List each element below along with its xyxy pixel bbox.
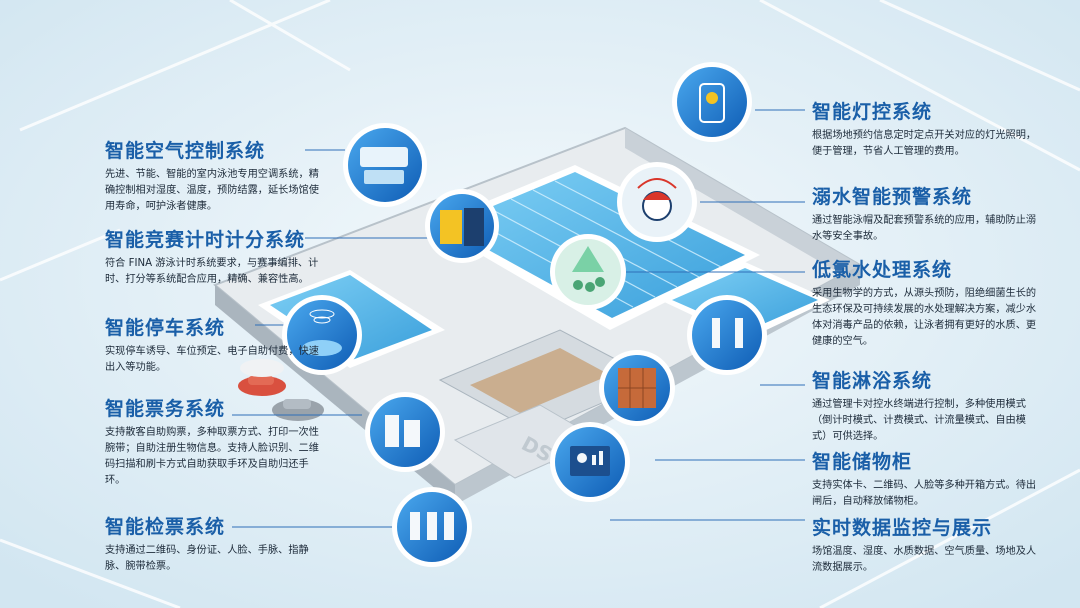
lightbulb-icon [672, 62, 752, 142]
ticketing-desc: 支持散客自助购票，多种取票方式、打印一次性腕带；自助注册生物信息。支持人脸识别、… [105, 427, 319, 486]
shower-system: 智能淋浴系统 通过管理卡对控水终端进行控制，多种使用模式（倒计时模式、计费模式、… [812, 370, 1040, 445]
drowning-alert-title: 溺水智能预警系统 [812, 186, 973, 208]
scoreboard-icon [425, 189, 499, 263]
ticket-kiosk-icon [365, 392, 445, 472]
locker-desc: 支持实体卡、二维码、人脸等多种开箱方式。待出闸后，自动释放储物柜。 [812, 480, 1037, 507]
timing-scoring-title: 智能竞赛计时计分系统 [105, 229, 306, 251]
ticketing-title: 智能票务系统 [105, 398, 226, 420]
timing-scoring-system: 智能竞赛计时计分系统 符合 FINA 游泳计时系统要求，与赛事编排、计时、打分等… [105, 229, 320, 288]
locker-title: 智能储物柜 [812, 451, 913, 473]
data-monitoring-title: 实时数据监控与展示 [812, 517, 993, 539]
water-treatment-title: 低氯水处理系统 [812, 259, 953, 281]
drowning-alert-system: 溺水智能预警系统 通过智能泳帽及配套预警系统的应用，辅助防止溺水等安全事故。 [812, 186, 1040, 245]
drowning-alert-desc: 通过智能泳帽及配套预警系统的应用，辅助防止溺水等安全事故。 [812, 215, 1037, 242]
ticketing-system: 智能票务系统 支持散客自助购票，多种取票方式、打印一次性腕带；自助注册生物信息。… [105, 398, 320, 489]
car-icon [282, 295, 362, 375]
turnstile-icon [392, 487, 472, 567]
check-in-system: 智能检票系统 支持通过二维码、身份证、人脸、手脉、指静脉、腕带检票。 [105, 516, 320, 575]
locker-room-floor [470, 348, 610, 413]
water-treatment-icon [550, 234, 626, 310]
shower-desc: 通过管理卡对控水终端进行控制，多种使用模式（倒计时模式、计费模式、计流量模式、自… [812, 399, 1026, 442]
data-monitoring-desc: 场馆温度、湿度、水质数据、空气质量、场地及人流数据展示。 [812, 546, 1037, 573]
lighting-desc: 根据场地预约信息定时定点开关对应的灯光照明，便于管理，节省人工管理的费用。 [812, 130, 1037, 157]
lighting-system: 智能灯控系统 根据场地预约信息定时定点开关对应的灯光照明，便于管理，节省人工管理… [812, 101, 1040, 160]
dashboard-icon [550, 422, 630, 502]
timing-scoring-desc: 符合 FINA 游泳计时系统要求，与赛事编排、计时、打分等系统配合应用，精确、兼… [105, 258, 319, 285]
water-treatment-system: 低氯水处理系统 采用生物学的方式，从源头预防，阻绝细菌生长的生态环保及可持续发展… [812, 259, 1040, 350]
locker-icon [599, 350, 675, 426]
check-in-desc: 支持通过二维码、身份证、人脸、手脉、指静脉、腕带检票。 [105, 545, 309, 572]
shower-title: 智能淋浴系统 [812, 370, 933, 392]
swim-cap-icon [617, 162, 697, 242]
building-wall-right [625, 128, 860, 285]
locker-system: 智能储物柜 支持实体卡、二维码、人脸等多种开箱方式。待出闸后，自动释放储物柜。 [812, 451, 1040, 510]
connector-lines [232, 109, 805, 528]
air-conditioner-icon [343, 123, 427, 207]
parking-desc: 实现停车诱导、车位预定、电子自助付费，快速出入等功能。 [105, 346, 319, 373]
parking-title: 智能停车系统 [105, 317, 226, 339]
parking-system: 智能停车系统 实现停车诱导、车位预定、电子自助付费，快速出入等功能。 [105, 317, 320, 376]
data-monitoring-system: 实时数据监控与展示 场馆温度、湿度、水质数据、空气质量、场地及人流数据展示。 [812, 517, 1040, 576]
air-control-desc: 先进、节能、智能的室内泳池专用空调系统，精确控制相对湿度、温度，预防结露，延长场… [105, 169, 319, 212]
air-control-title: 智能空气控制系统 [105, 140, 266, 162]
lighting-title: 智能灯控系统 [812, 101, 933, 123]
air-control-system: 智能空气控制系统 先进、节能、智能的室内泳池专用空调系统，精确控制相对湿度、温度… [105, 140, 320, 215]
shower-icon [687, 295, 767, 375]
check-in-title: 智能检票系统 [105, 516, 226, 538]
water-treatment-desc: 采用生物学的方式，从源头预防，阻绝细菌生长的生态环保及可持续发展的水处理解决方案… [812, 288, 1037, 347]
